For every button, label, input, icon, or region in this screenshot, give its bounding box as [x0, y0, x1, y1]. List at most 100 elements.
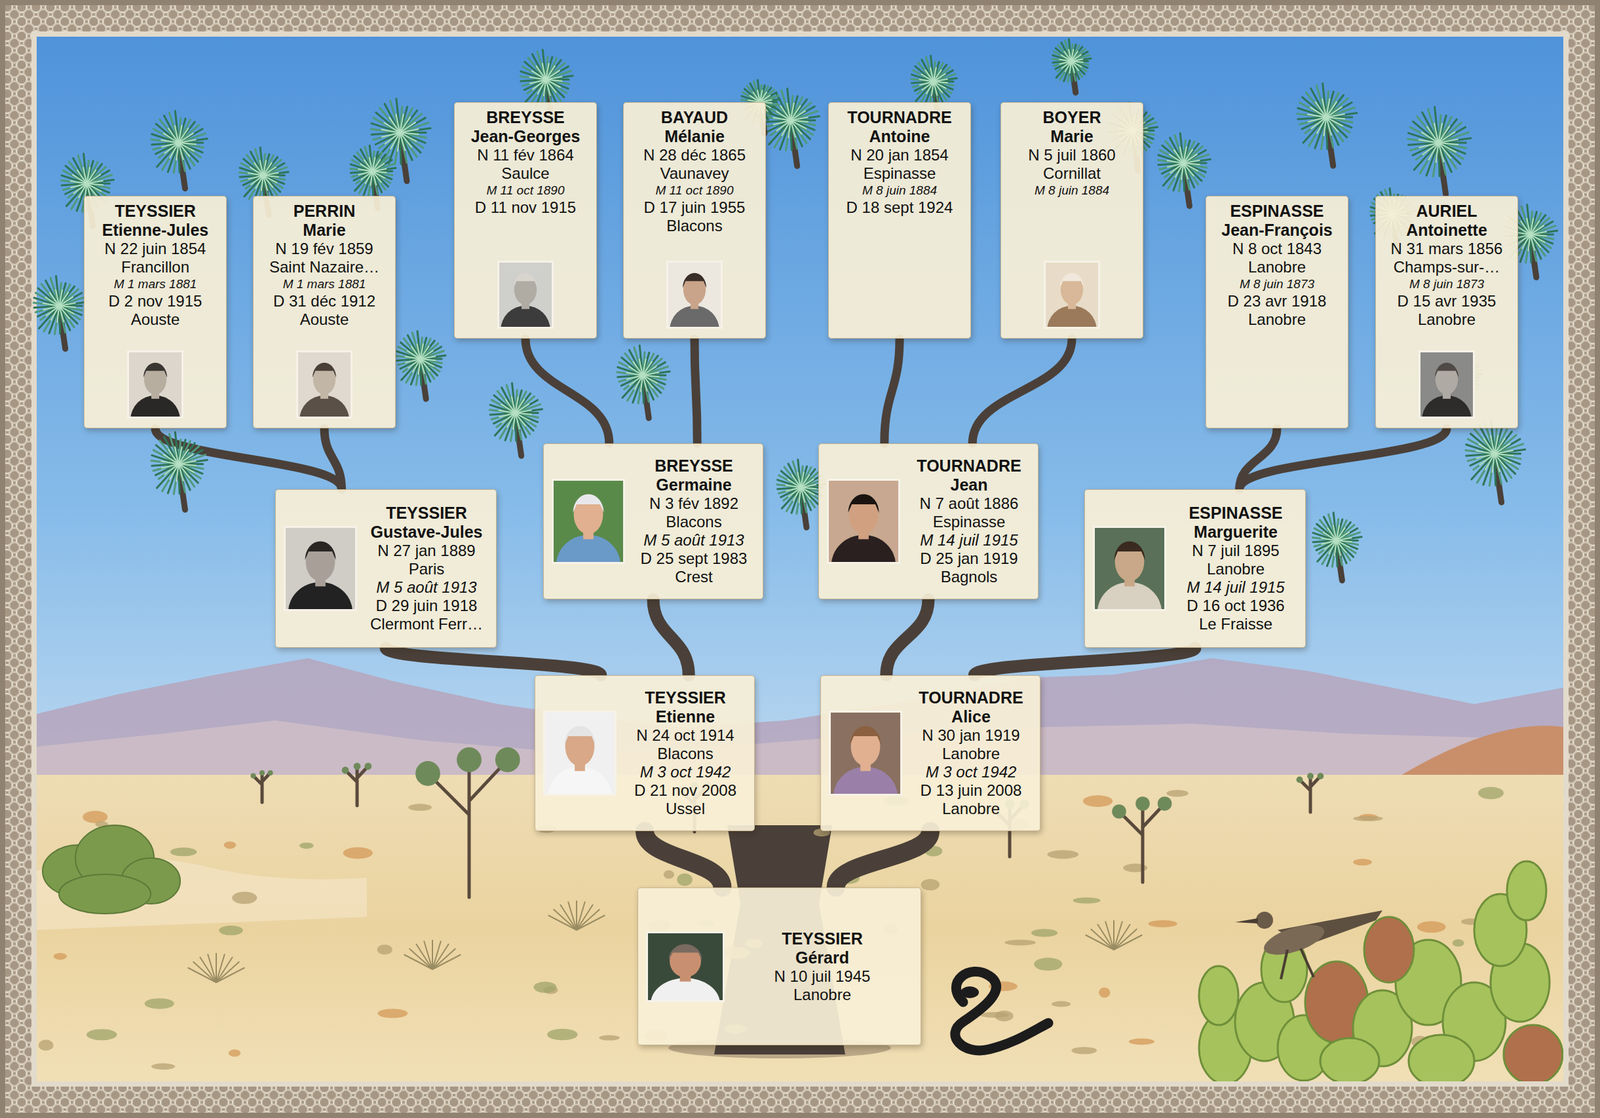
person-fact: Clermont Ferr…	[370, 615, 483, 634]
text-column: TEYSSIERGustave-JulesN 27 jan 1889ParisM…	[364, 503, 489, 633]
photo-border	[828, 480, 900, 564]
portrait-hair	[513, 273, 538, 289]
portrait-shoulders	[650, 978, 721, 1003]
yucca-spike	[178, 127, 189, 143]
yucca-spike	[263, 172, 280, 176]
photo-border	[667, 262, 723, 329]
yucca-cluster	[1157, 133, 1211, 207]
desert-shrub	[231, 891, 257, 905]
photo-border	[544, 712, 616, 796]
person-fact: Champs-sur-…	[1393, 258, 1501, 277]
yucca-spike	[545, 76, 563, 80]
yucca-spike	[58, 305, 64, 323]
yucca-spike	[247, 175, 263, 180]
portrait-photo	[1043, 260, 1101, 329]
yucca-spike	[498, 413, 515, 418]
portrait-photo	[646, 931, 725, 1003]
person-fact: Saint Nazaire…	[269, 258, 380, 277]
person-fact: M 3 oct 1942	[640, 763, 732, 782]
portrait-shoulders	[1097, 582, 1163, 612]
roadrunner-beak	[1235, 918, 1258, 924]
yucca-spike	[545, 65, 555, 80]
person-fact: N 7 juil 1895	[1191, 541, 1279, 561]
person-card: TEYSSIEREtienne-JulesN 22 juin 1854Franc…	[83, 195, 227, 429]
desert-shrub	[82, 811, 108, 824]
yucca-spike	[1183, 149, 1193, 164]
person-fact: M 11 oct 1890	[655, 182, 734, 200]
desert-shrub	[38, 1040, 54, 1052]
person-fact: M 1 mars 1881	[114, 276, 198, 293]
person-fact: N 31 mars 1856	[1390, 239, 1504, 259]
joshua-leaves	[456, 747, 482, 773]
portrait-hair	[1113, 541, 1145, 561]
person-fact: M 5 août 1913	[643, 531, 744, 550]
portrait-shoulders	[833, 767, 899, 797]
grass-blade	[1105, 921, 1114, 951]
yucca-spike	[642, 372, 660, 376]
person-fact: N 30 jan 1919	[921, 726, 1020, 745]
yucca-spike	[626, 375, 643, 380]
yucca-spike	[790, 117, 809, 121]
grass-blade	[1113, 920, 1115, 951]
yucca-spike	[786, 102, 791, 121]
yucca-spike	[1071, 60, 1075, 73]
yucca-spike	[1326, 114, 1346, 118]
small-joshua-tree	[415, 747, 521, 898]
yucca-spike	[642, 375, 648, 392]
desert-shrub	[1047, 850, 1079, 859]
yucca-spike	[1322, 98, 1327, 118]
text-column: BREYSSEGermaineN 3 fév 1892BlaconsM 5 ao…	[632, 456, 755, 586]
yucca-spike	[42, 305, 59, 310]
person-fact: Saulce	[501, 164, 550, 183]
desert-shrub	[408, 803, 432, 812]
yucca-spike	[642, 361, 652, 376]
portrait-hair	[1060, 273, 1084, 289]
yucca-spike	[178, 142, 184, 160]
person-name: BREYSSE	[654, 456, 733, 476]
desert-shrub	[533, 982, 557, 994]
person-name: Jean	[950, 475, 989, 495]
person-name: TEYSSIER	[781, 929, 863, 949]
yucca-spike	[529, 79, 546, 84]
tree-branch	[385, 647, 601, 676]
roadrunner-legs	[1280, 948, 1314, 980]
yucca-spike	[58, 292, 69, 306]
joshua-leaves	[1307, 773, 1314, 780]
grass-blade	[423, 941, 433, 970]
desert-shrub	[1033, 957, 1063, 972]
portrait-photo	[543, 710, 617, 797]
yucca-spike	[933, 79, 949, 82]
text-column: TOURNADREAliceN 30 jan 1919LanobreM 3 oc…	[910, 688, 1032, 818]
text-column: TEYSSIEREtienneN 24 oct 1914BlaconsM 3 o…	[624, 688, 747, 818]
yucca-spike	[83, 167, 87, 184]
yucca-cluster	[396, 331, 446, 400]
person-fact: Aouste	[300, 310, 350, 329]
yucca-spike	[1068, 49, 1072, 61]
person-name: BAYAUD	[661, 108, 728, 128]
tree-branch	[836, 831, 931, 888]
text-column: TOURNADREJeanN 7 août 1886EspinasseM 14 …	[908, 456, 1030, 586]
yucca-spike	[174, 446, 179, 465]
portrait-shoulders	[669, 305, 720, 329]
yucca-spike	[419, 356, 436, 360]
snake	[955, 972, 1049, 1051]
person-name: Etienne	[655, 707, 715, 727]
portrait-photo	[1418, 350, 1475, 419]
yucca-spike	[1530, 220, 1540, 235]
frame-inner-line	[31, 31, 1569, 1087]
yucca-spike	[381, 132, 400, 137]
person-card: BREYSSEJean-GeorgesN 11 fév 1864SaulceM …	[454, 102, 597, 339]
desert-shrub	[979, 1012, 1010, 1019]
grass-tuft	[1085, 920, 1143, 951]
person-name: Jean-François	[1221, 220, 1333, 240]
yucca-spike	[178, 461, 196, 465]
yucca-spike	[1336, 537, 1353, 541]
person-name: AURIEL	[1415, 201, 1477, 221]
person-fact: Blacons	[666, 216, 723, 236]
tree-branch	[653, 599, 689, 676]
cactus-pad	[1364, 917, 1414, 983]
joshua-leaves	[353, 763, 362, 771]
person-fact: Bagnols	[940, 568, 998, 587]
person-card: BAYAUDMélanieN 28 déc 1865VaunaveyM 11 o…	[623, 102, 766, 339]
yucca-spike	[800, 484, 817, 488]
